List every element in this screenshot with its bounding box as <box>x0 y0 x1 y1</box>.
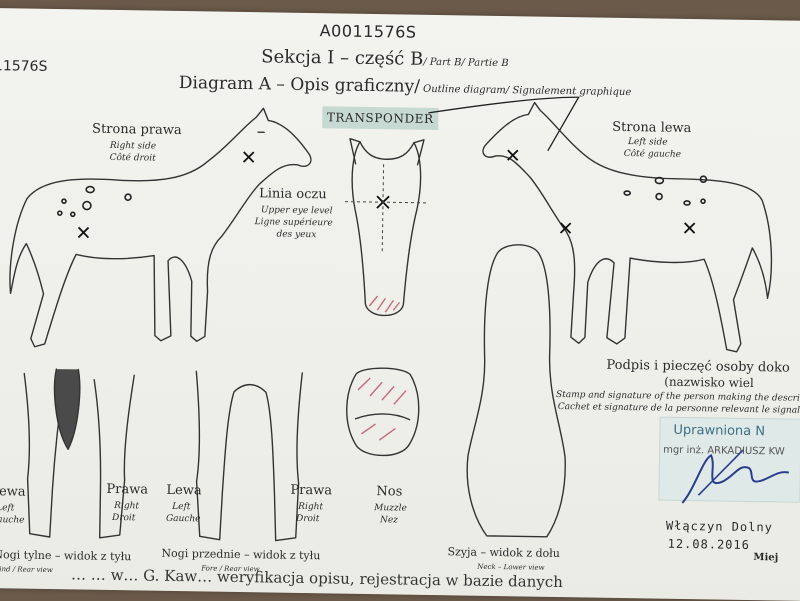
horse-left-side-outline <box>482 101 773 353</box>
outline-drawings <box>9 96 773 542</box>
stamp-date: 12.08.2016 <box>667 536 751 553</box>
head-front-outline <box>351 141 422 317</box>
fore-legs-outline <box>195 370 304 542</box>
horse-right-side-outline <box>9 107 312 348</box>
stamp-place: Włączyn Dolny <box>665 518 773 535</box>
document-page: A0011576S 011576S Sekcja I – część B/ Pa… <box>0 8 800 601</box>
muzzle-lower-outline <box>346 367 420 457</box>
neck-lower-outline <box>466 244 566 538</box>
place-label: Miej <box>753 552 779 564</box>
handwritten-signature <box>681 449 790 504</box>
